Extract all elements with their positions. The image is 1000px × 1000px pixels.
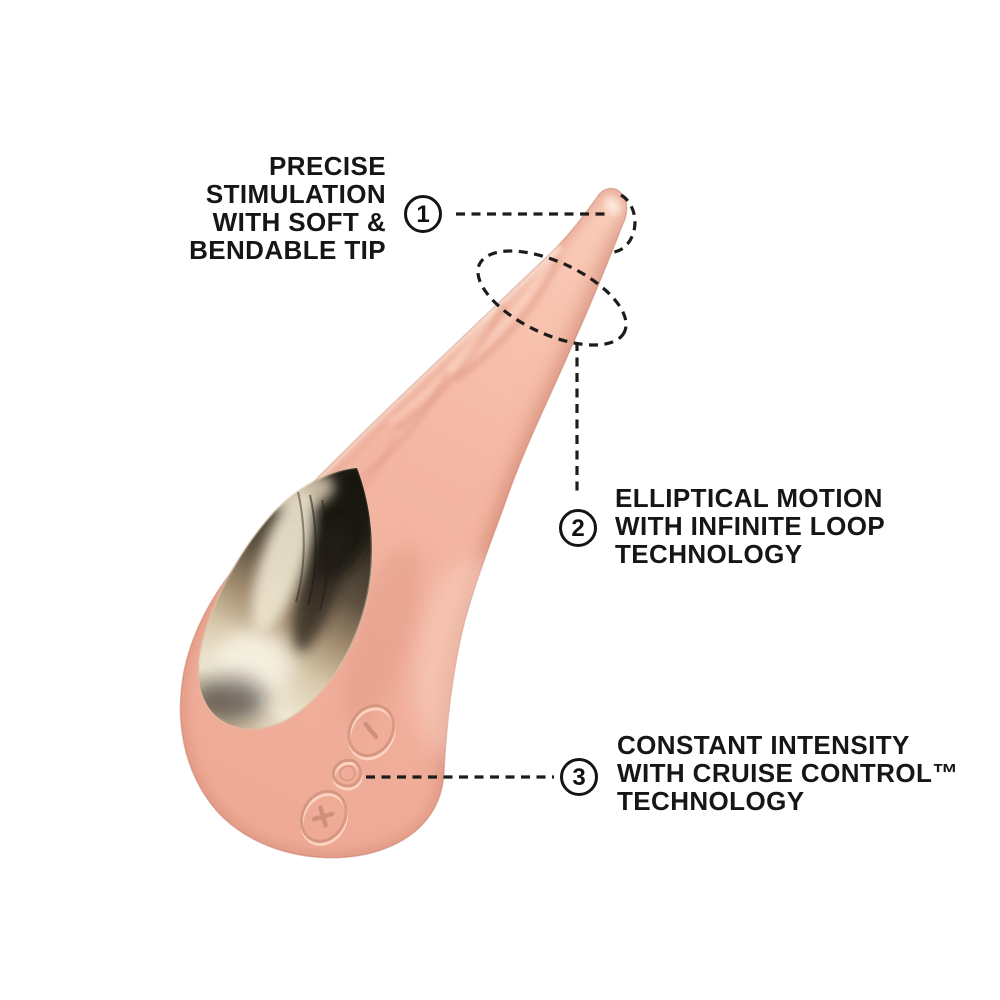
control-buttons <box>299 704 396 846</box>
callout-1-line: PRECISE <box>269 151 386 181</box>
button-power-eye-inner <box>339 765 356 781</box>
button-loop-top <box>347 704 396 758</box>
callout-1-line: BENDABLE TIP <box>189 235 386 265</box>
callout-1-text: PRECISE STIMULATION WITH SOFT & BENDABLE… <box>189 152 386 264</box>
callout-2-badge: 2 <box>559 509 597 547</box>
button-power-eye <box>331 758 363 788</box>
soft-tip-highlight <box>600 192 626 220</box>
button-minus-mark <box>363 721 379 739</box>
callout-2-line: TECHNOLOGY <box>615 539 803 569</box>
callout-2-line: ELLIPTICAL MOTION <box>615 483 883 513</box>
callout-2-line: WITH INFINITE LOOP <box>615 511 886 541</box>
callout-3-line: CONSTANT INTENSITY <box>617 730 910 760</box>
elliptical-motion-ellipse <box>476 249 628 347</box>
callout-2-text: ELLIPTICAL MOTION WITH INFINITE LOOP TEC… <box>615 484 885 568</box>
button-plus-mark <box>311 805 335 828</box>
callout-3-badge: 3 <box>560 758 598 796</box>
tip-motion-arc <box>613 193 637 254</box>
callout-1-badge: 1 <box>404 195 442 233</box>
callout-3-line: TECHNOLOGY <box>617 786 805 816</box>
callout-1-line: WITH SOFT & <box>212 207 386 237</box>
callout-1-line: STIMULATION <box>205 179 386 209</box>
callout-3-line: WITH CRUISE CONTROL™ <box>617 758 959 788</box>
button-loop-bottom <box>299 789 348 843</box>
callout-3-text: CONSTANT INTENSITY WITH CRUISE CONTROL™ … <box>617 731 959 815</box>
callout-1-number: 1 <box>416 200 430 228</box>
callout-2-number: 2 <box>571 514 585 542</box>
callout-3-number: 3 <box>572 763 586 791</box>
